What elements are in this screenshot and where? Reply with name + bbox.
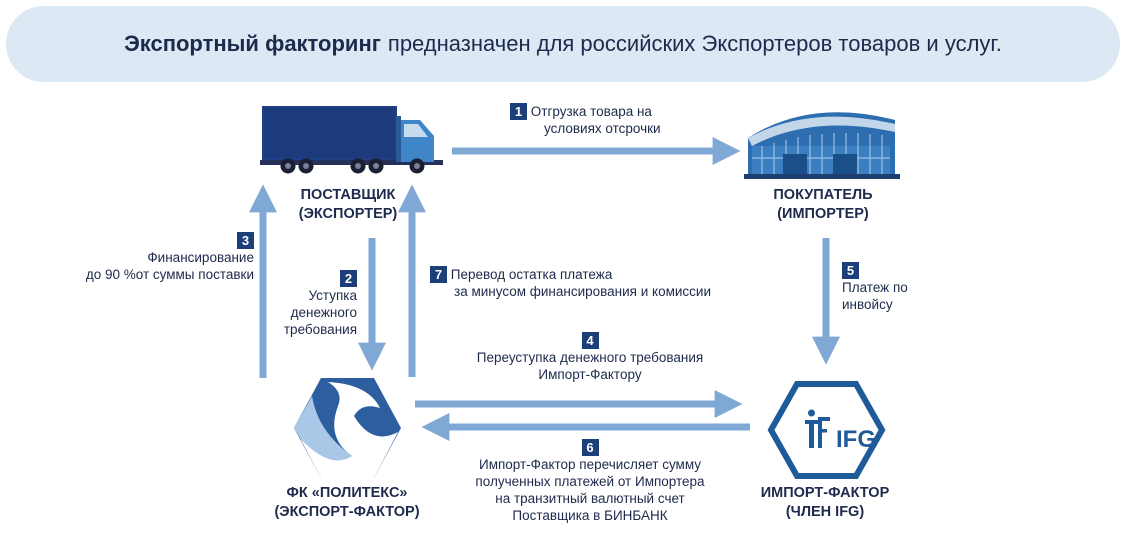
step-badge: 4 bbox=[581, 332, 599, 349]
step-7: 7 Перевод остатка платежа за минусом фин… bbox=[430, 266, 711, 300]
step-badge: 6 bbox=[581, 439, 599, 456]
title-rest: предназначен для российских Экспортеров … bbox=[387, 31, 1002, 56]
header-banner: Экспортный факторинг предназначен для ро… bbox=[6, 6, 1120, 82]
step-badge: 5 bbox=[842, 262, 859, 279]
step-2: 2 Уступка денежного требования bbox=[283, 270, 357, 337]
step-5: 5 Платеж по инвойсу bbox=[842, 262, 908, 312]
step-badge: 2 bbox=[340, 270, 357, 287]
truck-icon bbox=[260, 106, 443, 174]
step-badge: 1 bbox=[510, 103, 527, 120]
warehouse-icon bbox=[744, 112, 900, 179]
title-bold: Экспортный факторинг bbox=[124, 31, 381, 56]
step-badge: 3 bbox=[237, 232, 254, 249]
supplier-label: ПОСТАВЩИК (ЭКСПОРТЕР) bbox=[298, 187, 398, 222]
ifg-logo-text: IFG bbox=[836, 426, 876, 453]
export-factor-label: ФК «ПОЛИТЕКС» (ЭКСПОРТ-ФАКТОР) bbox=[274, 485, 420, 520]
step-4: 4 Переуступка денежного требования Импор… bbox=[476, 332, 704, 382]
import-factor-label: ИМПОРТ-ФАКТОР (ЧЛЕН IFG) bbox=[760, 485, 890, 520]
step-1: 1 Отгрузка товара на условиях отсрочки bbox=[510, 103, 661, 137]
step-6: 6 Импорт-Фактор перечисляет сумму получе… bbox=[475, 439, 705, 523]
politex-logo-icon bbox=[294, 378, 401, 478]
step-3: 3 Финансирование до 90 %от суммы поставк… bbox=[85, 232, 254, 282]
ifg-logo-icon: IFG bbox=[767, 381, 886, 479]
buyer-label: ПОКУПАТЕЛЬ (ИМПОРТЕР) bbox=[773, 187, 873, 222]
step-badge: 7 bbox=[430, 266, 447, 283]
